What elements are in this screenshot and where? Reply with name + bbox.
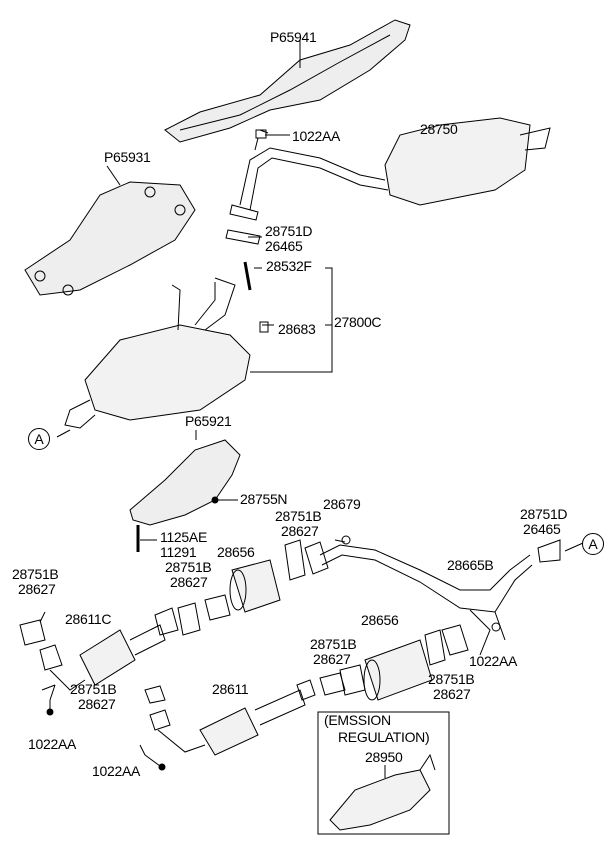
part-label-n1022aa-left: 1022AA: [28, 736, 77, 752]
part-label-n28751b-a: 28751B: [275, 508, 322, 524]
emission-regulation-box: [317, 711, 450, 835]
converter-28611c: [79, 629, 136, 686]
part-label-n28656-b: 28656: [361, 612, 399, 628]
part-label-p65921: P65921: [185, 413, 232, 429]
heat-shield-p65931: [24, 181, 196, 296]
connector-a-right: A: [582, 533, 604, 555]
part-label-emission-2: REGULATION): [338, 729, 430, 745]
part-label-n28627-c: 28627: [18, 581, 56, 597]
part-label-n28683: 28683: [278, 321, 316, 337]
connector-a-top: A: [28, 428, 50, 450]
converter-28656-a: [231, 559, 281, 613]
part-label-n28751d-b: 28751D: [520, 506, 568, 522]
heat-shield-p65921: [129, 439, 241, 526]
part-label-n1022aa-bottom: 1022AA: [92, 763, 141, 779]
part-label-n1125ae: 1125AE: [160, 529, 207, 545]
pipe-28665b: [319, 544, 531, 591]
part-label-n28751b-f: 28751B: [428, 671, 475, 687]
part-label-n26465-b: 26465: [523, 521, 561, 537]
part-label-n28751b-b: 28751B: [165, 559, 212, 575]
part-label-n28751b-d: 28751B: [310, 636, 357, 652]
part-label-n28627-b: 28627: [170, 574, 208, 590]
part-label-n28627-e: 28627: [78, 696, 116, 712]
part-label-n28627-a: 28627: [281, 523, 319, 539]
part-label-n28751b-c: 28751B: [12, 566, 59, 582]
part-label-n26465-a: 26465: [265, 238, 303, 254]
part-label-n28627-d: 28627: [313, 651, 351, 667]
part-label-n28750: 28750: [420, 121, 458, 137]
converter-28656-b: [364, 639, 433, 701]
part-label-n28755n: 28755N: [240, 491, 288, 507]
part-label-n28532f: 28532F: [266, 258, 312, 274]
part-label-n28656-a: 28656: [217, 544, 255, 560]
part-label-n28679: 28679: [323, 496, 361, 512]
part-label-n28627-f: 28627: [433, 686, 471, 702]
part-label-p65941: P65941: [270, 29, 317, 45]
part-label-n28751b-e: 28751B: [70, 681, 117, 697]
part-label-n11291: 11291: [160, 544, 197, 560]
part-label-n1022aa-top: 1022AA: [292, 128, 341, 144]
muffler-28750: [384, 117, 531, 206]
part-label-n28611c: 28611C: [65, 611, 112, 627]
part-label-n28751d-a: 28751D: [265, 223, 313, 239]
part-label-n27800c: 27800C: [334, 314, 382, 330]
converter-28950: [329, 769, 431, 831]
part-label-p65931: P65931: [104, 149, 151, 165]
part-label-emission-1: (EMSSION: [324, 712, 391, 728]
part-label-n28950: 28950: [365, 749, 403, 765]
part-label-n1022aa-right: 1022AA: [469, 653, 518, 669]
part-label-n28665b: 28665B: [447, 557, 494, 573]
converter-28611: [199, 707, 259, 756]
part-label-n28611: 28611: [212, 681, 249, 697]
muffler-27800c: [84, 324, 251, 421]
heat-shield-p65941: [164, 19, 411, 143]
